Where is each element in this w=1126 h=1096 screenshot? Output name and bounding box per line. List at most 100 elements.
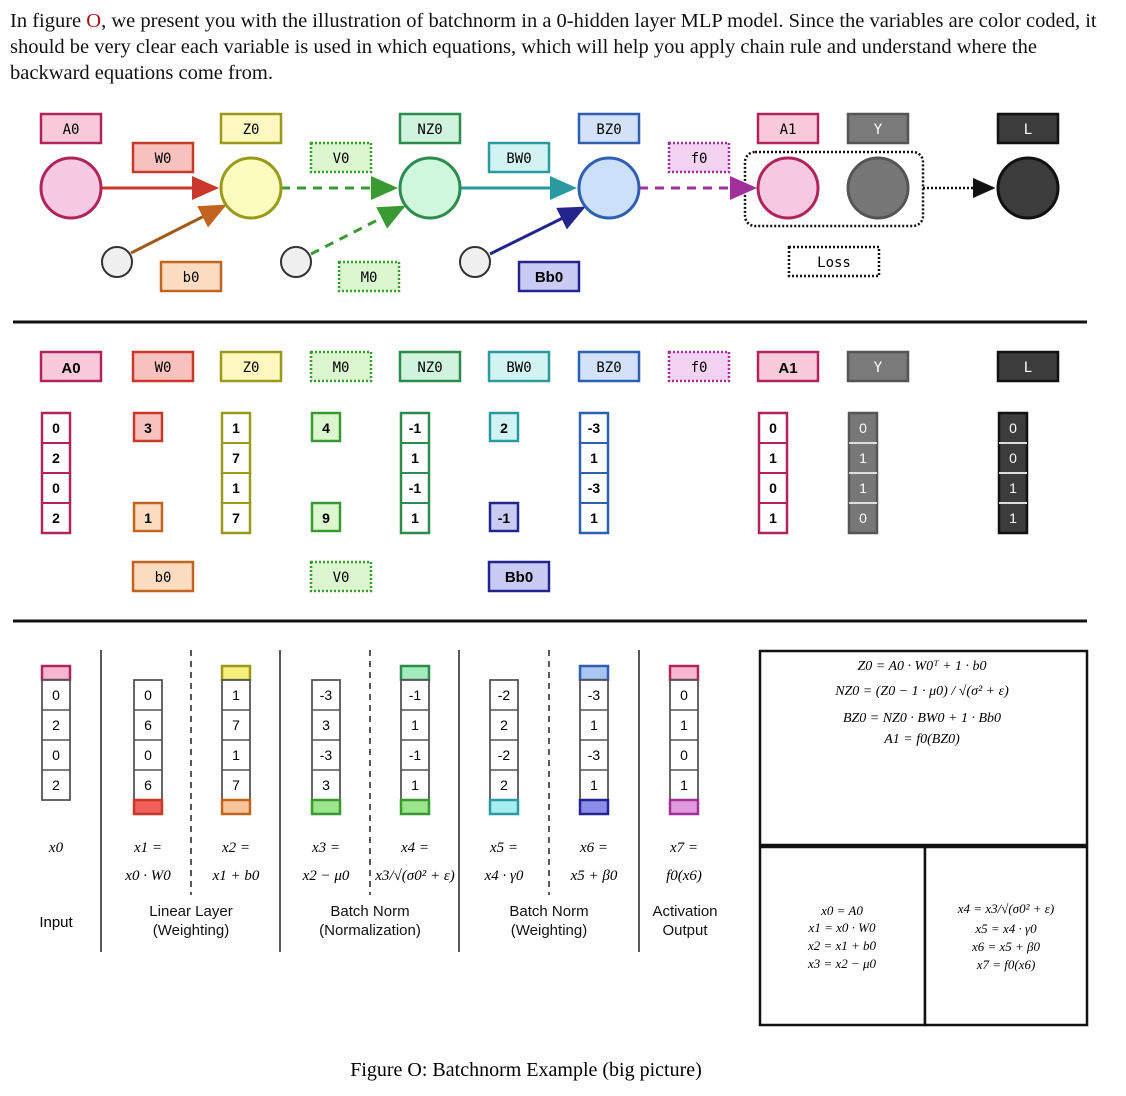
x1-cell: 0 [144, 687, 152, 703]
stage-batchnorm-normalization: Batch Norm (Normalization) [319, 903, 421, 939]
x6-cell: 1 [590, 717, 598, 733]
header-W0: W0 [155, 360, 172, 376]
header-box-Y [846, 350, 910, 383]
node-BZ0 [577, 156, 641, 220]
V0-label: V0 [333, 570, 350, 586]
x6-cell: -3 [588, 747, 601, 763]
matrix-A1: 0 1 0 1 [757, 411, 789, 535]
Y-cell: 0 [859, 420, 867, 436]
label-Z0: Z0 [243, 122, 260, 138]
var-label-x2: x2 = [221, 840, 250, 856]
Z0-cell: 7 [232, 450, 240, 466]
matrix-BZ0: -3 1 -3 1 [578, 411, 610, 535]
x7-cell: 1 [680, 717, 688, 733]
stage-activation: Activation Output [652, 903, 718, 939]
M0-cell: 4 [322, 420, 330, 436]
V0-cell-box [310, 501, 342, 533]
label-BZ0: BZ0 [596, 122, 621, 138]
header-box-A0 [39, 350, 103, 383]
stage-activation-label: Activation Output [652, 903, 718, 939]
x2-cell: 1 [232, 687, 240, 703]
stage-input: Input [39, 914, 73, 931]
node-A1 [756, 156, 820, 220]
header-A1: A1 [778, 360, 797, 377]
label-V0: V0 [333, 151, 350, 167]
Y-cell: 0 [859, 510, 867, 526]
stage-batchnorm-weighting-label: Batch Norm (Weighting) [509, 903, 589, 939]
header-box-L [996, 350, 1060, 383]
header-Y: Y [874, 360, 883, 376]
x0-cell: 2 [52, 777, 60, 793]
W0-cell: 3 [144, 420, 152, 436]
matrix-NZ0: -1 1 -1 1 [399, 411, 431, 535]
x5-cell: 2 [500, 717, 508, 733]
eq-right-2: x6 = x5 + β0 [971, 939, 1041, 954]
L-cell: 1 [1009, 510, 1017, 526]
var-expr-x3: x2 − μ0 [302, 868, 350, 884]
label-box-L [996, 112, 1060, 145]
x3-cell: 3 [322, 717, 330, 733]
header-box-Z0 [219, 350, 283, 383]
label-Y: Y [874, 122, 883, 138]
x7-cell: 1 [680, 777, 688, 793]
eq-top-0: Z0 = A0 · W0ᵀ + 1 · b0 [857, 659, 986, 674]
x5-cell: -2 [498, 687, 511, 703]
var-expr-x7: f0(x6) [666, 868, 702, 884]
bottom-col-x2: 1 7 1 7 [220, 664, 252, 816]
Z0-cell: 1 [232, 480, 240, 496]
x0-cell: 2 [52, 717, 60, 733]
stage-linear-layer: Linear Layer (Weighting) [149, 903, 232, 939]
var-label-x6: x6 = [579, 840, 608, 856]
x0-cell: 0 [52, 747, 60, 763]
Bb0-label: Bb0 [505, 569, 533, 586]
label-W0: W0 [155, 151, 172, 167]
x7-cell: 0 [680, 687, 688, 703]
A0-cell: 0 [52, 420, 60, 436]
label-box-NZ0 [398, 112, 462, 145]
header-box-W0 [131, 350, 195, 383]
x6-cell: -3 [588, 687, 601, 703]
node-L [996, 156, 1060, 220]
label-Loss: Loss [817, 255, 851, 271]
Z0-cell: 7 [232, 510, 240, 526]
node-bias-1 [101, 246, 133, 278]
L-cell: 1 [1009, 480, 1017, 496]
NZ0-cell: 1 [411, 450, 419, 466]
matrix-L: 0 0 1 1 [997, 411, 1029, 535]
eq-left-3: x3 = x2 − μ0 [807, 956, 877, 971]
x1-cell: 6 [144, 777, 152, 793]
header-box-f0 [667, 350, 731, 383]
matrix-A0: 0 2 0 2 [40, 411, 72, 535]
A1-cell: 0 [769, 480, 777, 496]
var-label-x3: x3 = [311, 840, 340, 856]
A0-cell: 2 [52, 450, 60, 466]
L-cell: 0 [1009, 450, 1017, 466]
network-graph: A0 W0 Z0 V0 NZ0 BW0 BZ0 f0 A1 Y L b0 M0 … [39, 112, 1060, 293]
header-box-BW0 [487, 350, 551, 383]
x4-cell: 1 [411, 777, 419, 793]
b0-label-box [131, 560, 195, 593]
label-box-W0 [131, 141, 195, 174]
label-box-Loss [787, 245, 881, 278]
label-box-BW0 [487, 141, 551, 174]
var-expr-x1: x0 · W0 [124, 868, 171, 884]
var-label-x7: x7 = [669, 840, 698, 856]
bottom-col-x7: 0 1 0 1 [668, 664, 700, 816]
NZ0-cell: 1 [411, 510, 419, 526]
x5-cell: 2 [500, 777, 508, 793]
b0-cell-box [132, 501, 164, 533]
b0-label: b0 [155, 570, 172, 586]
header-Z0: Z0 [243, 360, 260, 376]
stage-batchnorm-normalization-label: Batch Norm (Normalization) [319, 903, 421, 939]
label-box-M0 [337, 260, 401, 293]
label-box-BZ0 [577, 112, 641, 145]
edge-M0-NZ0 [310, 205, 406, 256]
var-label-x0: x0 [48, 840, 64, 856]
NZ0-cell: -1 [409, 420, 422, 436]
header-box-BZ0 [577, 350, 641, 383]
header-box-M0 [309, 350, 373, 383]
header-BW0: BW0 [506, 360, 531, 376]
label-box-A0 [39, 112, 103, 145]
bottom-col-x6: -3 1 -3 1 [578, 664, 610, 816]
var-expr-x4: x3/√(σ0² + ε) [374, 868, 454, 884]
